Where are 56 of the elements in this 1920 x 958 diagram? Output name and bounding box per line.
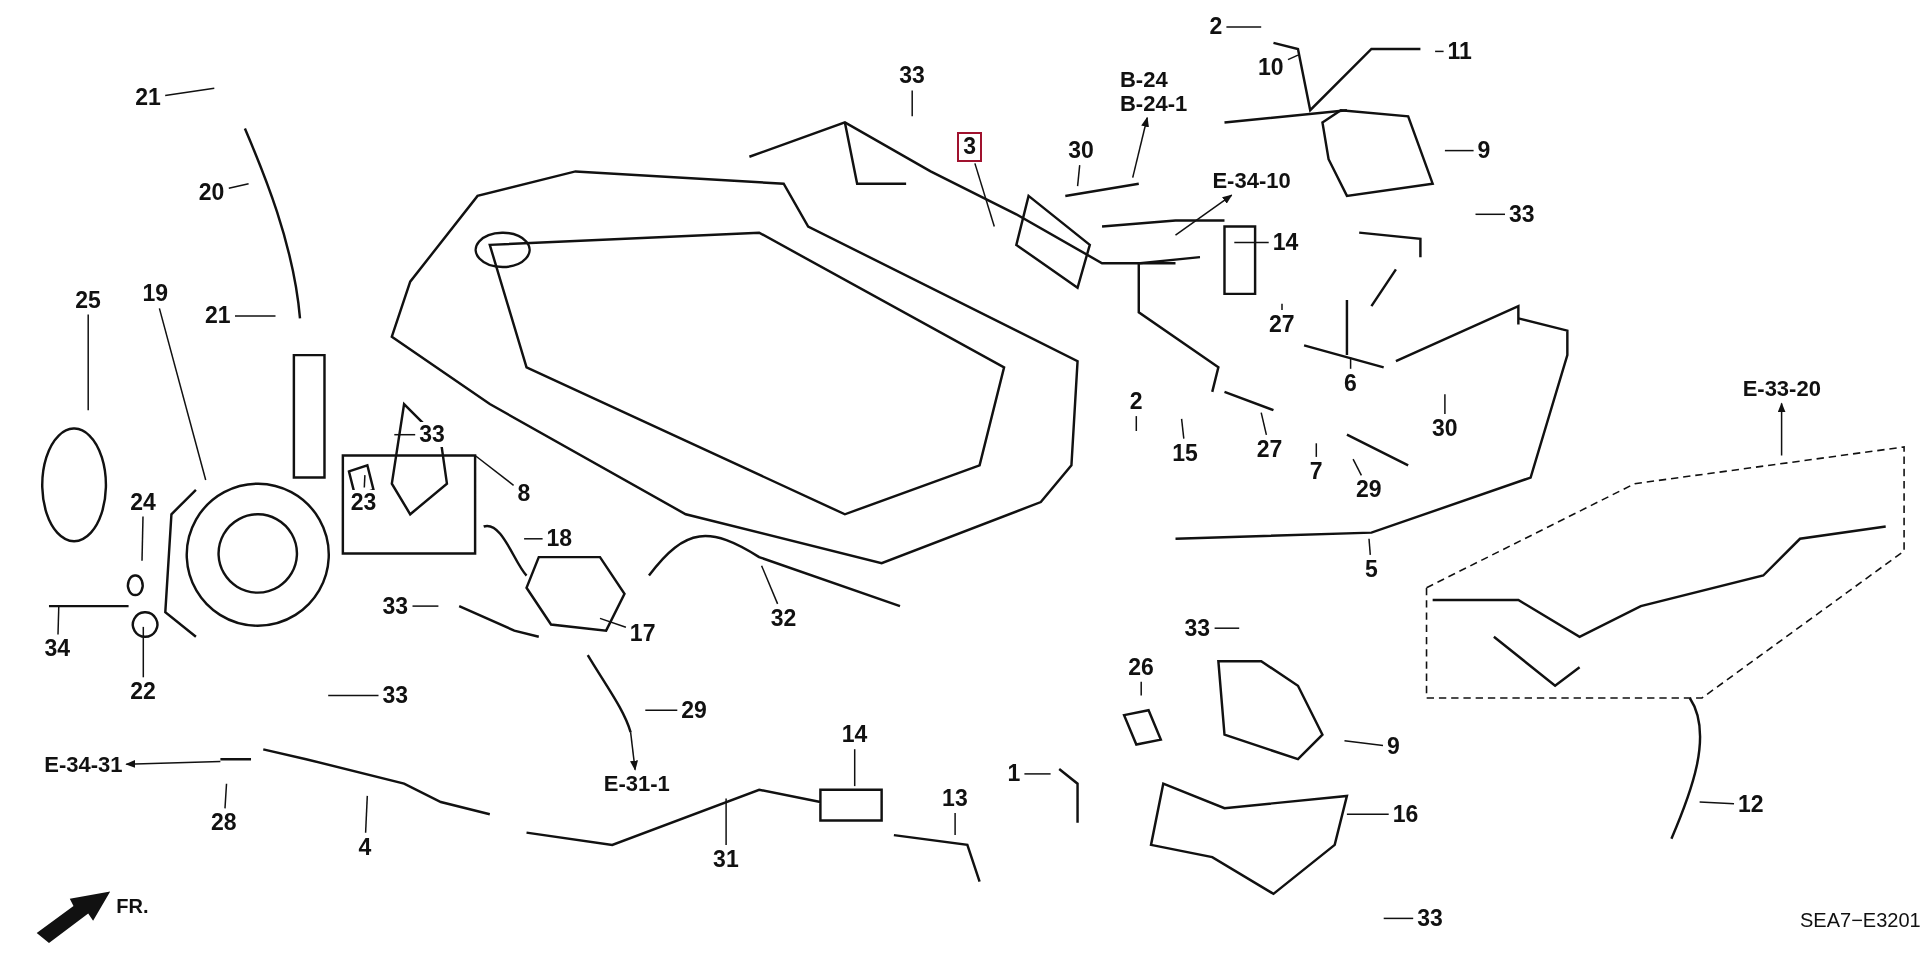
leader-line bbox=[1135, 415, 1138, 432]
leader-line bbox=[1368, 538, 1372, 556]
leader-line bbox=[234, 315, 277, 317]
leader-line bbox=[1233, 241, 1270, 244]
leader-line bbox=[1023, 773, 1052, 775]
leader-line bbox=[911, 89, 913, 118]
leader-line bbox=[1346, 813, 1390, 816]
leader-line bbox=[954, 812, 956, 836]
leader-line bbox=[1287, 54, 1299, 61]
leader-line bbox=[327, 694, 380, 697]
leader-line bbox=[1225, 26, 1262, 28]
leader-line bbox=[158, 307, 207, 481]
leader-line bbox=[760, 564, 779, 605]
leader-line bbox=[1260, 411, 1268, 436]
leader-line bbox=[363, 474, 366, 489]
leader-line bbox=[1474, 213, 1506, 216]
leader-line bbox=[364, 795, 369, 834]
reference-arrow bbox=[125, 759, 222, 768]
leader-line bbox=[1076, 164, 1081, 187]
leader-line bbox=[853, 748, 856, 787]
reference-arrow bbox=[1174, 194, 1233, 236]
reference-arrow bbox=[1131, 116, 1149, 179]
leader-line bbox=[1444, 149, 1475, 152]
leader-line bbox=[1315, 442, 1318, 458]
reference-arrow bbox=[1777, 402, 1786, 457]
leader-line bbox=[411, 605, 440, 607]
leader-line bbox=[644, 709, 679, 711]
leader-line bbox=[228, 182, 250, 190]
leader-line bbox=[523, 538, 544, 540]
leader-line bbox=[1352, 458, 1363, 477]
callout-number: 33 bbox=[417, 422, 447, 448]
leader-line bbox=[1698, 801, 1735, 805]
reference-arrow bbox=[629, 731, 638, 771]
leader-line bbox=[1213, 627, 1240, 629]
leader-line bbox=[57, 605, 60, 636]
drawing-number: SEA7−E3201 bbox=[1800, 909, 1920, 933]
leader-line bbox=[974, 162, 996, 228]
leader-line bbox=[725, 797, 727, 846]
leader-line bbox=[393, 433, 416, 436]
leader-line bbox=[1140, 681, 1142, 697]
callout-number: 3 bbox=[957, 132, 983, 162]
leader-line bbox=[87, 313, 89, 411]
direction-label: FR. bbox=[116, 894, 149, 918]
leader-line bbox=[1343, 740, 1384, 747]
leader-line bbox=[1444, 393, 1446, 415]
leader-line bbox=[1434, 50, 1445, 53]
leader-line bbox=[474, 454, 515, 487]
leader-line bbox=[599, 617, 627, 628]
leader-line bbox=[224, 782, 228, 810]
leader-line bbox=[142, 626, 145, 679]
leader-line bbox=[1382, 917, 1414, 920]
leader-line bbox=[164, 87, 216, 97]
leader-line bbox=[141, 515, 144, 562]
leader-line bbox=[1281, 302, 1283, 311]
leader-line bbox=[1349, 356, 1352, 370]
leader-line bbox=[1180, 418, 1185, 440]
